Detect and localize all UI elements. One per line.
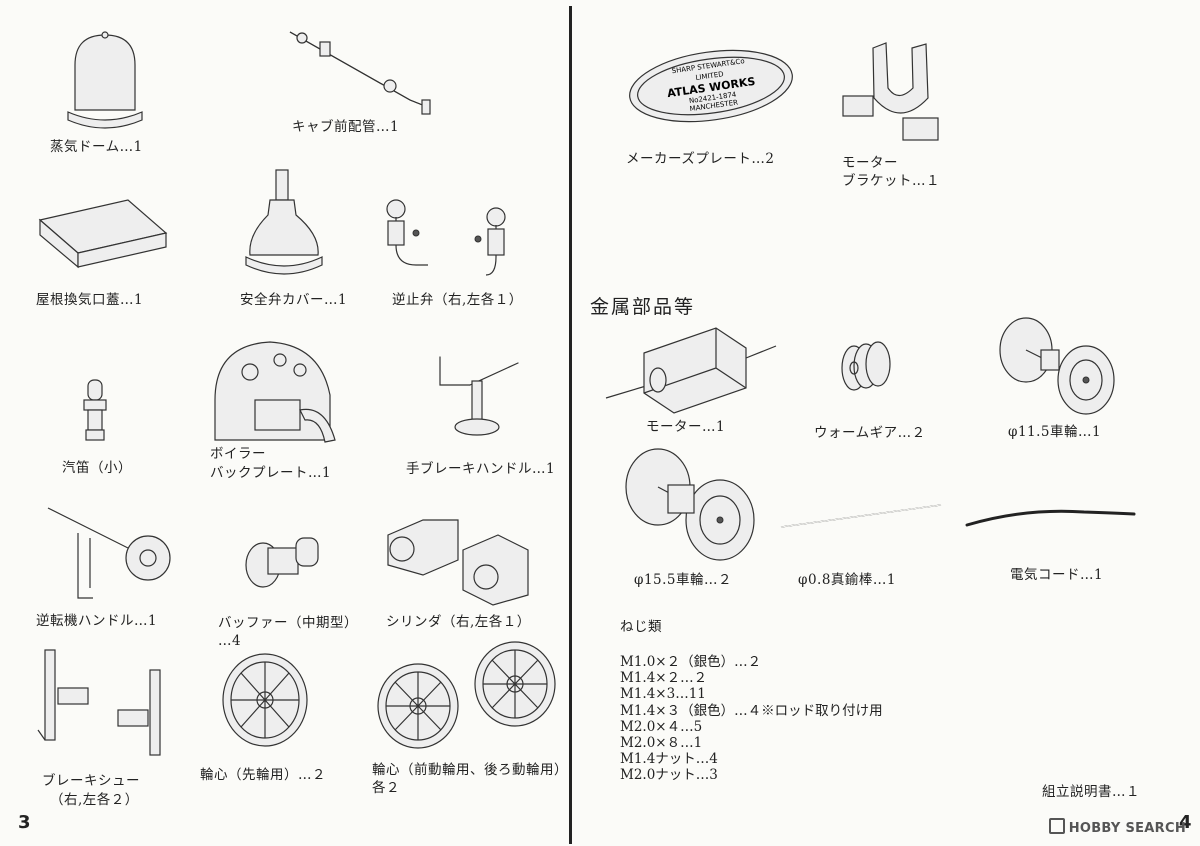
worm-gear-illustration	[841, 341, 891, 391]
part-motor-bracket: モーター ブラケット…１	[838, 38, 978, 198]
part-label: （右,左各２）	[50, 792, 139, 808]
screw-item: M1.4×３（銀色）…４※ロッド取り付け用	[620, 702, 883, 719]
screw-item: M1.4×２…２	[620, 670, 708, 687]
part-label: ブレーキシュー	[42, 773, 140, 789]
part-label: キャブ前配管…1	[292, 119, 400, 135]
part-label: 屋根換気口蓋…1	[36, 292, 144, 308]
part-hand-brake-handle: 手ブレーキハンドル…1	[400, 345, 565, 485]
part-label: メーカーズプレート…2	[626, 151, 775, 167]
screw-item: M2.0ナット…3	[620, 767, 718, 784]
cylinder-illustration	[387, 519, 529, 606]
part-wheel-15-5: φ15.5車輪…２	[620, 445, 770, 595]
wheel-11-5-illustration	[999, 317, 1115, 415]
part-reverser-handle: 逆転機ハンドル…1	[36, 498, 188, 638]
watermark: HOBBY SEARCH	[1048, 818, 1186, 836]
part-steam-dome: 蒸気ドーム…1	[50, 30, 170, 170]
part-roof-vent-cover: 屋根換気口蓋…1	[36, 195, 178, 315]
page-number-right: 4	[1179, 812, 1192, 833]
part-whistle-small: 汽笛（小）	[60, 375, 150, 485]
reverser-handle-illustration	[47, 507, 171, 599]
page-divider	[569, 6, 572, 844]
screw-item: M1.4ナット…4	[620, 751, 718, 768]
screw-item: M2.0×８…1	[620, 735, 703, 752]
part-wheel-center-leading: 輪心（先輪用）…２	[200, 650, 350, 790]
wheel-15-5-illustration	[625, 448, 755, 561]
part-label: 汽笛（小）	[62, 460, 132, 476]
part-buffer-mid: バッファー（中期型） …4	[218, 520, 368, 650]
part-label: モーター…1	[646, 419, 726, 435]
part-label: バックプレート…1	[210, 465, 332, 481]
part-label: 輪心（前動輪用、後ろ動輪用）	[372, 762, 568, 778]
part-label: 各２	[372, 780, 400, 796]
cab-front-pipe-illustration	[289, 31, 431, 115]
part-label: 逆止弁（右,左各１）	[392, 292, 523, 308]
roof-vent-cover-illustration	[38, 199, 168, 269]
part-motor: モーター…1	[605, 318, 777, 438]
screws-list: M1.0×２（銀色）…２ M1.4×２…２ M1.4×3…11 M1.4×３（銀…	[620, 654, 883, 784]
part-cylinder: シリンダ（右,左各１）	[378, 515, 558, 635]
part-label: モーター	[842, 155, 898, 171]
watermark-text: HOBBY SEARCH	[1068, 821, 1186, 836]
part-label: 電気コード…1	[1010, 567, 1104, 583]
part-wheel-11-5: φ11.5車輪…1	[996, 315, 1136, 445]
motor-bracket-illustration	[842, 42, 939, 141]
screw-item: M2.0×４…5	[620, 718, 703, 735]
screw-item: M1.4×3…11	[620, 686, 706, 703]
part-electric-cord: 電気コード…1	[964, 500, 1139, 595]
part-label: ボイラー	[210, 446, 266, 462]
assembly-manual-label: 組立説明書…１	[1042, 784, 1140, 800]
part-label: ブラケット…１	[842, 173, 940, 189]
part-label: ウォームギア…２	[814, 425, 926, 441]
part-label: 輪心（先輪用）…２	[200, 767, 326, 783]
screws-heading: ねじ類	[620, 619, 662, 635]
part-label: 安全弁カバー…1	[240, 292, 348, 308]
electric-cord-illustration	[965, 509, 1136, 527]
part-cab-front-pipe: キャブ前配管…1	[280, 20, 440, 140]
left-page: 蒸気ドーム…1 キャブ前配管…1 屋根換気口蓋…1 安全弁カバー…1	[0, 0, 570, 846]
buffer-mid-illustration	[245, 537, 319, 588]
part-label: 手ブレーキハンドル…1	[406, 461, 556, 477]
part-brass-rod: φ0.8真鍮棒…1	[776, 495, 946, 595]
part-label: バッファー（中期型）	[218, 615, 358, 631]
wheel-center-driving-illustration	[377, 641, 556, 749]
page-number-left: 3	[18, 812, 31, 833]
maker-plate-illustration: SHARP STEWART&Co LIMITED ATLAS WORKS No2…	[629, 49, 793, 123]
brake-shoe-illustration	[37, 649, 161, 756]
maker-plate-text-2: LIMITED	[695, 70, 724, 82]
brass-rod-illustration	[780, 504, 942, 528]
part-label: 逆転機ハンドル…1	[36, 613, 158, 629]
part-label: φ11.5車輪…1	[1008, 424, 1102, 440]
part-maker-plate: SHARP STEWART&Co LIMITED ATLAS WORKS No2…	[626, 48, 806, 178]
part-label: φ15.5車輪…２	[634, 572, 733, 588]
right-page: SHARP STEWART&Co LIMITED ATLAS WORKS No2…	[576, 0, 1200, 846]
wheel-center-leading-illustration	[222, 653, 308, 747]
motor-illustration	[605, 327, 777, 414]
part-label: …4	[218, 633, 242, 649]
part-safety-valve-cover: 安全弁カバー…1	[240, 165, 370, 315]
steam-dome-illustration	[67, 31, 143, 129]
hand-brake-handle-illustration	[439, 356, 519, 436]
metal-parts-heading: 金属部品等	[590, 296, 696, 318]
hobby-search-logo-icon	[1048, 818, 1065, 834]
part-boiler-backplate: ボイラー バックプレート…1	[210, 330, 360, 490]
part-brake-shoe: ブレーキシュー （右,左各２）	[30, 640, 190, 815]
safety-valve-cover-illustration	[245, 169, 323, 275]
boiler-backplate-illustration	[214, 341, 336, 443]
whistle-small-illustration	[83, 379, 107, 441]
part-wheel-center-driving: 輪心（前動輪用、後ろ動輪用） 各２	[370, 640, 568, 800]
part-label: φ0.8真鍮棒…1	[798, 572, 897, 588]
part-worm-gear: ウォームギア…２	[814, 338, 944, 448]
check-valve-illustration	[386, 199, 506, 276]
part-check-valve: 逆止弁（右,左各１）	[378, 195, 528, 315]
part-label: シリンダ（右,左各１）	[386, 614, 531, 630]
part-label: 蒸気ドーム…1	[50, 139, 143, 155]
screw-item: M1.0×２（銀色）…２	[620, 654, 762, 670]
